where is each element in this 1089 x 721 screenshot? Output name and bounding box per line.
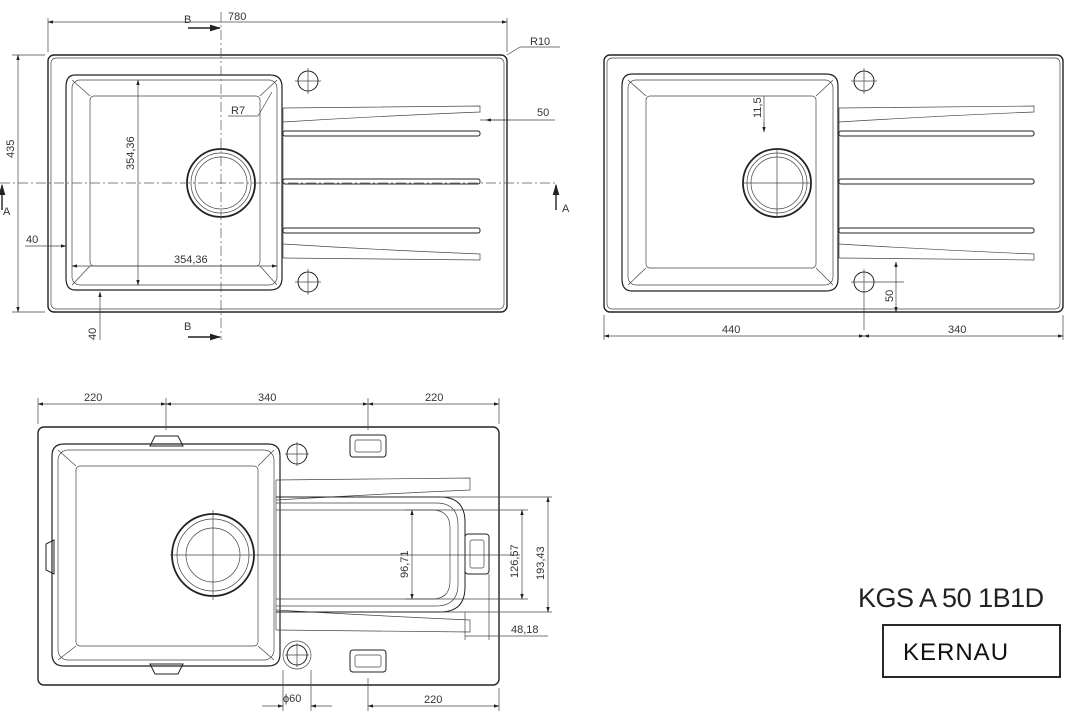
section-b-top: B [184, 14, 191, 26]
dim-96: 96,71 [399, 550, 411, 578]
dim-edge-bottom: 40 [87, 328, 99, 340]
model-title: KGS A 50 1B1D [858, 583, 1044, 613]
dim-hole-diameter: ϕ60 [283, 693, 301, 705]
dim-height: 435 [5, 140, 17, 158]
dim-drain-offset: 50 [537, 107, 549, 119]
dim-193: 193,43 [535, 546, 547, 580]
sink-outline [47, 54, 508, 313]
dim-bottom-right: 220 [424, 694, 442, 706]
section-b-bottom: B [184, 321, 191, 333]
bottom-view: 220 340 220 220 ϕ60 96,71 126,57 193,43 … [37, 392, 552, 711]
dim-left: 440 [722, 324, 740, 336]
brand-box [882, 624, 1061, 678]
dim-48: 48,18 [511, 624, 539, 636]
dim-top-left: 220 [84, 392, 102, 404]
right-view: 11,5 50 440 340 [603, 54, 1064, 340]
brand-label: KERNAU [903, 639, 1009, 666]
dim-edge-left: 40 [26, 234, 38, 246]
drainboard [282, 105, 481, 261]
dim-top-right: 220 [425, 392, 443, 404]
section-a-right: A [562, 203, 570, 215]
top-view: 780 435 R10 R7 354,36 354,36 50 40 40 B … [0, 11, 570, 341]
dim-top-mid: 340 [258, 392, 276, 404]
bowl-radius-label: R7 [231, 105, 245, 117]
dim-width: 780 [228, 11, 246, 23]
dim-right: 340 [948, 324, 966, 336]
dim-hole-offset: 11,5 [752, 97, 764, 118]
section-a-left: A [3, 206, 11, 218]
dim-hole-edge: 50 [884, 290, 896, 302]
tap-hole [295, 68, 321, 94]
dim-bowl-height: 354,36 [125, 136, 137, 170]
tap-hole [295, 269, 321, 295]
dim-bowl-width: 354,36 [174, 254, 208, 266]
dim-126: 126,57 [509, 544, 521, 578]
corner-radius-label: R10 [530, 36, 550, 48]
